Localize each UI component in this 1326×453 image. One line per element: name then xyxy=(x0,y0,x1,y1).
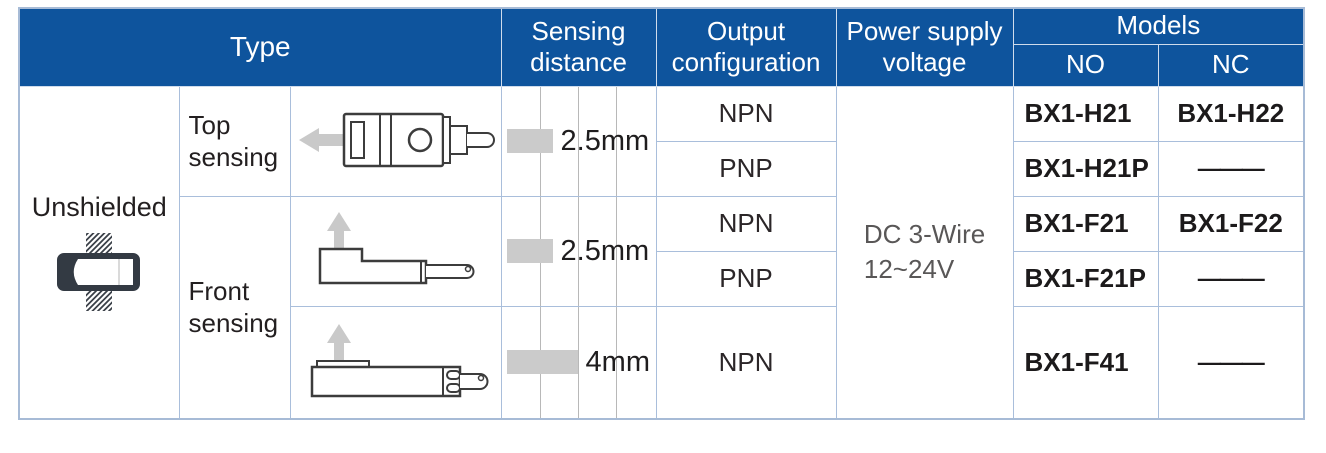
top-sensing-sensor-illustration xyxy=(299,112,496,168)
up-arrow-icon xyxy=(327,323,352,365)
power-supply-line2: 12~24V xyxy=(863,254,955,284)
front-sensing-flat-sensor-illustration xyxy=(310,323,489,397)
table-row: PNP BX1-H21P ——— xyxy=(19,140,1305,197)
unshielded-through-wall-icon xyxy=(57,233,141,311)
model-nc-cell: BX1-F22 xyxy=(1157,195,1305,252)
sensor-image-cell xyxy=(289,305,502,419)
sensing-distance-cell: 2.5mm xyxy=(500,85,657,197)
table-row: Unshielded xyxy=(18,85,1305,419)
header-models-nc: NC xyxy=(1157,43,1305,87)
power-supply-cell: DC 3-Wire 12~24V xyxy=(835,85,1014,419)
model-nc-dash: ——— xyxy=(1157,250,1305,307)
table-row: 4mm NPN BX1-F41 ——— xyxy=(19,305,1305,419)
output-configuration-value: PNP xyxy=(655,250,837,307)
sensing-distance-cell: 2.5mm xyxy=(500,195,657,307)
sensing-distance-cell: 4mm xyxy=(500,305,657,419)
sensor-spec-table: Type Sensing distance Output configurati… xyxy=(18,7,1306,420)
model-nc-dash: ——— xyxy=(1157,140,1305,197)
sensing-distance-value: 2.5mm xyxy=(560,124,650,157)
header-sensing-distance: Sensing distance xyxy=(500,7,657,87)
shield-type-cell: Unshielded xyxy=(18,85,180,419)
sensing-direction-label: Front sensing xyxy=(178,195,291,419)
sensing-distance-bar xyxy=(506,129,553,153)
table-row: PNP BX1-F21P ——— xyxy=(19,250,1305,307)
wall-hatch-bottom xyxy=(86,291,113,311)
model-nc-dash: ——— xyxy=(1157,305,1305,419)
left-arrow-icon xyxy=(299,128,344,152)
sensing-distance-bar xyxy=(506,239,553,263)
output-configuration-value: NPN xyxy=(655,305,837,419)
table-row: Front sensing 2.5mm NP xyxy=(19,195,1305,419)
output-configuration-value: NPN xyxy=(655,85,837,142)
power-supply-line1: DC 3-Wire xyxy=(863,218,986,249)
model-no-cell: BX1-F41 xyxy=(1012,305,1159,419)
header-power-supply-voltage: Power supply voltage xyxy=(835,7,1014,87)
shield-type-label: Unshielded xyxy=(31,192,167,222)
sensing-distance-bar xyxy=(506,350,578,374)
sensor-image-cell xyxy=(289,195,502,307)
up-arrow-icon xyxy=(327,212,352,254)
front-sensing-right-angle-sensor-illustration xyxy=(318,212,475,285)
header-output-configuration: Output configuration xyxy=(655,7,837,87)
sensor-image-cell xyxy=(289,85,502,197)
wall-hatch-top xyxy=(86,233,113,253)
sensing-distance-value: 2.5mm xyxy=(560,234,650,267)
model-no-cell: BX1-H21P xyxy=(1012,140,1159,197)
header-models-no: NO xyxy=(1012,43,1159,87)
header-type: Type xyxy=(18,7,502,87)
sensing-distance-value: 4mm xyxy=(585,345,650,378)
output-configuration-value: NPN xyxy=(655,195,837,252)
sensing-direction-label: Top sensing xyxy=(178,85,291,197)
model-no-cell: BX1-H21 xyxy=(1012,85,1159,142)
model-no-cell: BX1-F21P xyxy=(1012,250,1159,307)
model-no-cell: BX1-F21 xyxy=(1012,195,1159,252)
output-configuration-value: PNP xyxy=(655,140,837,197)
model-nc-cell: BX1-H22 xyxy=(1157,85,1305,142)
header-models: Models xyxy=(1012,7,1305,45)
